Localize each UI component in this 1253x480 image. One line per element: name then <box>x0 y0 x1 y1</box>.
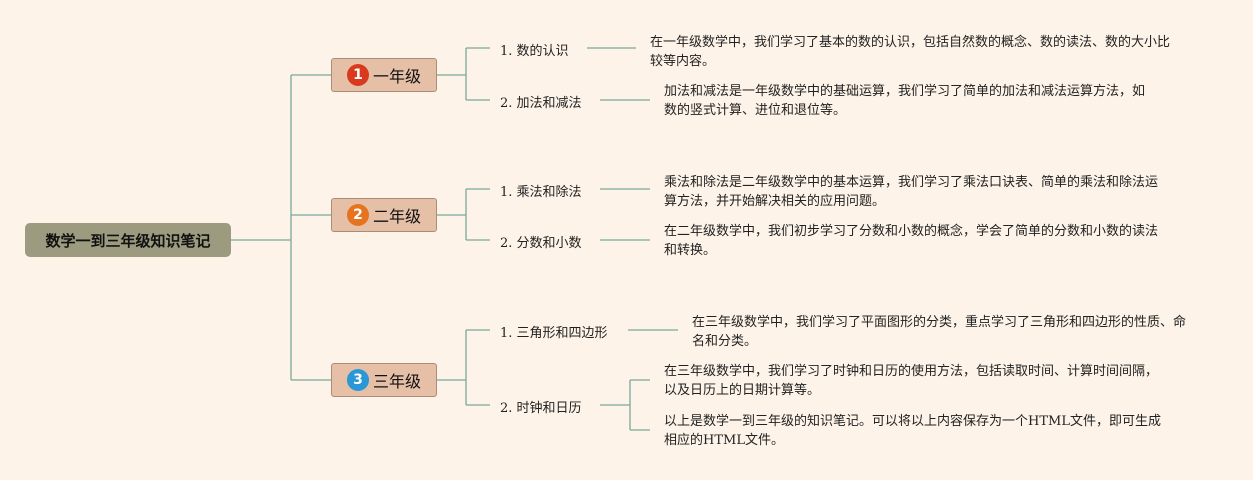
note-triangles-quadrilaterals: 在三年级数学中，我们学习了平面图形的分类，重点学习了三角形和四边形的性质、命名和… <box>692 315 1187 349</box>
grade-label: 三年级 <box>372 372 421 391</box>
note-multiplication-division: 乘法和除法是二年级数学中的基本运算，我们学习了乘法口诀表、简单的乘法和除法运算方… <box>664 175 1159 209</box>
topic-fractions-decimals[interactable]: 2. 分数和小数 <box>500 236 582 251</box>
grade-label: 二年级 <box>372 207 421 226</box>
number-1-badge-icon: 1 <box>346 64 369 86</box>
topic-number-recognition[interactable]: 1. 数的认识 <box>500 44 569 59</box>
note-clock-calendar: 在三年级数学中，我们学习了时钟和日历的使用方法，包括读取时间、计算时间间隔，以及… <box>664 364 1159 398</box>
topic-addition-subtraction[interactable]: 2. 加法和减法 <box>500 96 582 111</box>
topic-triangles-quadrilaterals[interactable]: 1. 三角形和四边形 <box>500 326 608 341</box>
topic-clock-calendar[interactable]: 2. 时钟和日历 <box>500 401 582 416</box>
root-title: 数学一到三年级知识笔记 <box>45 231 211 250</box>
root-node[interactable]: 数学一到三年级知识笔记 <box>25 223 231 257</box>
note-fractions-decimals: 在二年级数学中，我们初步学习了分数和小数的概念，学会了简单的分数和小数的读法和转… <box>664 224 1159 258</box>
note-addition-subtraction: 加法和减法是一年级数学中的基础运算，我们学习了简单的加法和减法运算方法，如数的竖… <box>664 84 1146 118</box>
number-3-badge-icon: 3 <box>346 369 369 391</box>
grade-label: 一年级 <box>372 67 421 86</box>
grade-node-2[interactable]: 2 二年级 <box>331 198 437 232</box>
note-number-recognition: 在一年级数学中，我们学习了基本的数的认识，包括自然数的概念、数的读法、数的大小比… <box>650 35 1171 69</box>
note-summary: 以上是数学一到三年级的知识笔记。可以将以上内容保存为一个HTML文件，即可生成相… <box>664 414 1161 448</box>
grade-node-3[interactable]: 3 三年级 <box>331 363 437 397</box>
grade-node-1[interactable]: 1 一年级 <box>331 58 437 92</box>
topic-multiplication-division[interactable]: 1. 乘法和除法 <box>500 185 582 200</box>
number-2-badge-icon: 2 <box>346 204 369 226</box>
